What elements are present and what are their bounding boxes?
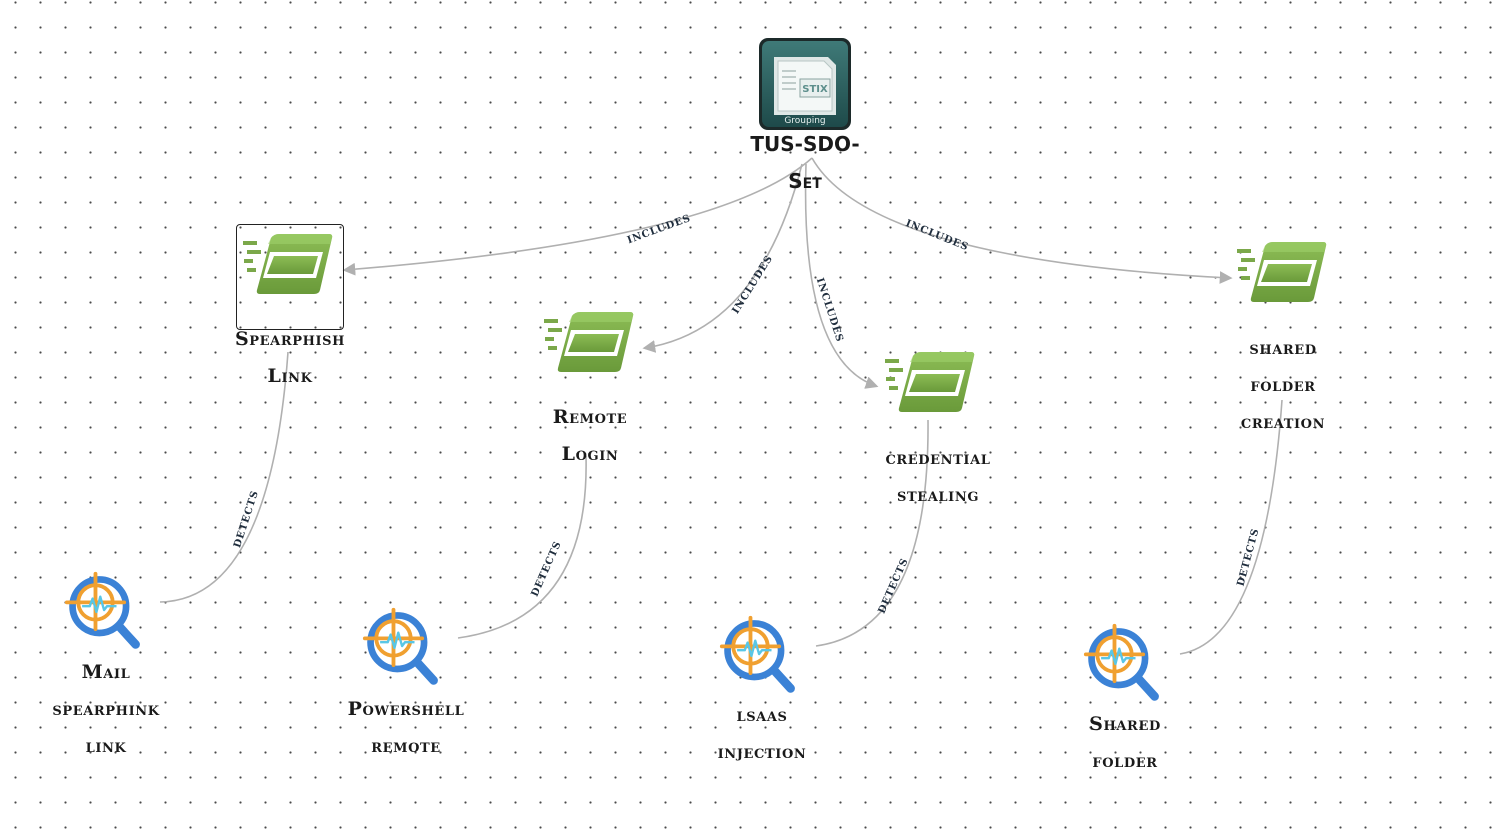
node-shared-folder[interactable] xyxy=(1082,620,1168,706)
attack-pattern-icon xyxy=(885,352,975,412)
powershell-remote-label: Powershell remote xyxy=(347,698,465,757)
attack-pattern-icon xyxy=(1237,242,1327,302)
edge-includes-remote-login xyxy=(642,163,803,353)
stix-grouping-icon: STIX Grouping xyxy=(759,38,851,130)
node-lsaas-injection[interactable] xyxy=(718,612,804,698)
edge-detects-powershell xyxy=(457,455,587,639)
edge-includes-credential xyxy=(804,163,879,389)
selection-box xyxy=(236,224,344,330)
mail-spearphink-link-label: Mail spearphink link xyxy=(52,661,160,757)
node-credential-stealing[interactable] xyxy=(885,350,975,416)
node-powershell-remote[interactable] xyxy=(361,604,447,690)
detection-search-icon xyxy=(63,568,149,654)
node-shared-folder-creation[interactable] xyxy=(1237,240,1327,306)
edge-label-detects-lsaas: detects xyxy=(873,555,912,616)
svg-text:Grouping: Grouping xyxy=(784,116,825,126)
attack-pattern-icon xyxy=(544,312,634,372)
edge-detects-shared-folder xyxy=(1179,399,1283,655)
spearphish-link-label: Spearphish Link xyxy=(234,328,346,387)
edge-label-includes-shared-folder-creation: includes xyxy=(903,214,971,254)
remote-login-label: Remote Login xyxy=(552,406,628,465)
edge-detects-lsaas xyxy=(815,419,929,647)
attack-pattern-icon xyxy=(243,234,333,294)
lsaas-injection-label: lsaas injection xyxy=(717,704,807,763)
edge-label-detects-mail: detects xyxy=(228,488,262,550)
shared-folder-label: Shared folder xyxy=(1089,713,1161,772)
edge-label-includes-spearphish: includes xyxy=(624,209,692,247)
node-remote-login[interactable] xyxy=(544,310,634,376)
edge-label-detects-powershell: detects xyxy=(526,538,565,599)
node-grouping-root[interactable]: STIX Grouping xyxy=(758,37,852,131)
svg-text:STIX: STIX xyxy=(802,84,828,95)
edge-detects-mail xyxy=(159,351,289,603)
node-spearphish-link[interactable] xyxy=(243,232,333,298)
grouping-root-label: TUS-SDO- Set xyxy=(750,132,860,193)
detection-search-icon xyxy=(718,612,804,698)
edge-includes-spearphish xyxy=(342,157,813,276)
detection-search-icon xyxy=(361,604,447,690)
edge-label-includes-remote-login: includes xyxy=(727,251,776,316)
edge-includes-shared-folder-creation xyxy=(811,157,1233,284)
detection-search-icon xyxy=(1082,620,1168,706)
node-mail-spearphink-link[interactable] xyxy=(63,568,149,654)
credential-stealing-label: credential stealing xyxy=(885,447,991,506)
shared-folder-creation-label: shared folder creation xyxy=(1240,337,1326,433)
